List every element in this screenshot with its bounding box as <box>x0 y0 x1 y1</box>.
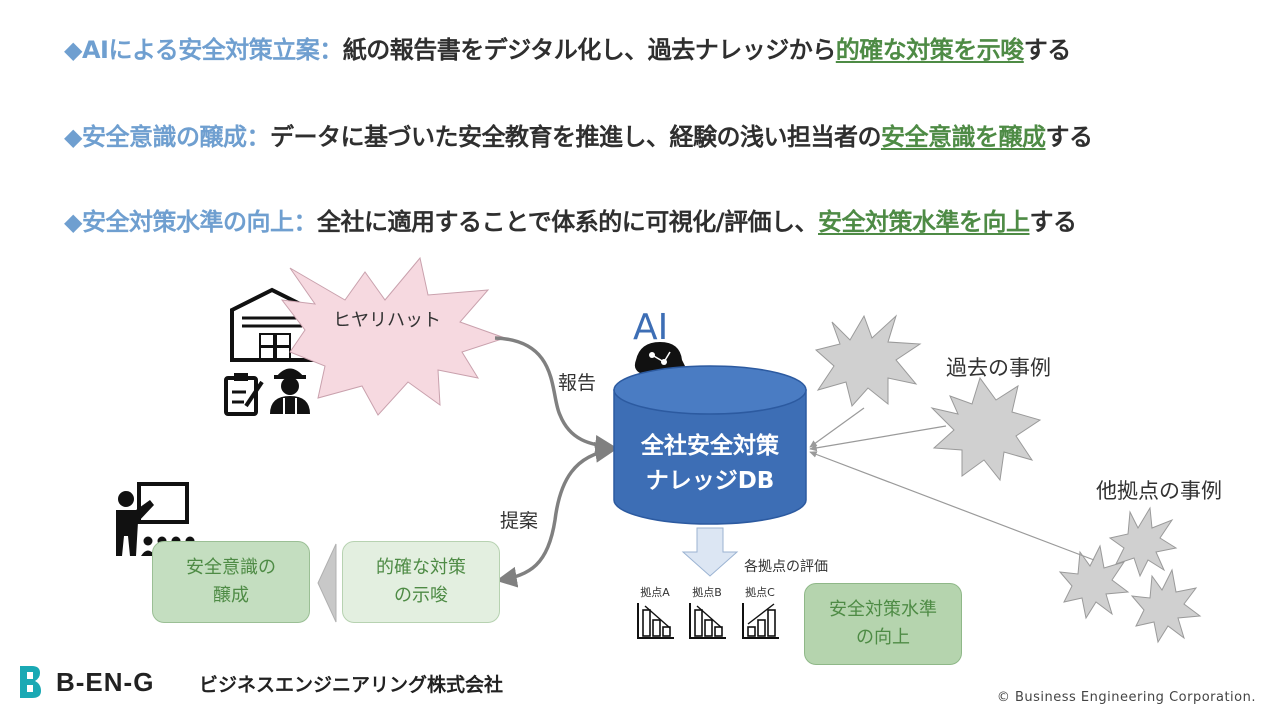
proposal-arrow <box>495 441 617 588</box>
site-b-label: 拠点B <box>692 586 722 599</box>
site-a-label: 拠点A <box>640 586 670 599</box>
safety-level-box: 安全対策水準 の向上 <box>804 583 962 665</box>
clipboard-icon <box>224 373 264 416</box>
bullet-text: 紙の報告書をデジタル化し、過去ナレッジから <box>342 36 837 64</box>
proposal-label: 提案 <box>500 510 538 532</box>
near-miss-label: ヒヤリハット <box>333 310 441 331</box>
bullet-text: データに基づいた安全教育を推進し、経験の浅い担当者の <box>269 123 882 151</box>
bullet-lead: ◆安全対策水準の向上： <box>64 208 317 236</box>
teacher-icon <box>116 482 197 556</box>
left-chevron-arrow <box>317 543 337 623</box>
evaluation-label: 各拠点の評価 <box>744 559 828 575</box>
ai-label: AI <box>633 307 668 348</box>
bullet-text: 全社に適用することで体系的に可視化/評価し、 <box>316 208 819 236</box>
safety-culture-box: 安全意識の 醸成 <box>152 541 310 623</box>
bullet-lead: ◆安全意識の醸成： <box>64 123 270 151</box>
report-label: 報告 <box>558 372 596 394</box>
worker-icon <box>270 368 310 414</box>
db-title-line1: 全社安全対策 <box>640 432 780 459</box>
past-case-arrow-2 <box>809 425 947 452</box>
near-miss-burst <box>280 256 507 416</box>
safety-level-line2: の向上 <box>856 627 910 648</box>
company-name: ビジネスエンジニアリング株式会社 <box>199 674 504 696</box>
other-site-burst-2 <box>1058 544 1130 620</box>
past-case-arrow-1 <box>809 407 865 448</box>
past-cases-label: 過去の事例 <box>946 356 1051 380</box>
bullet-tail: する <box>1045 123 1093 151</box>
site-c-label: 拠点C <box>745 586 775 599</box>
beng-logo-mark-icon <box>20 666 41 698</box>
safety-culture-line2: 醸成 <box>213 585 249 606</box>
safety-culture-line1: 安全意識の <box>186 557 276 578</box>
copyright-notice: © Business Engineering Corporation. <box>996 690 1256 705</box>
site-c-chart-icon <box>742 603 779 639</box>
accurate-suggestion-line2: の示唆 <box>394 585 448 606</box>
evaluation-down-arrow <box>681 527 739 577</box>
accurate-suggestion-box: 的確な対策 の示唆 <box>342 541 500 623</box>
site-b-chart-icon <box>689 603 726 639</box>
knowledge-db-cylinder <box>613 365 807 525</box>
other-site-burst-1 <box>1108 506 1178 578</box>
bullet-tail: する <box>1023 36 1072 64</box>
bullet-lead: ◆AIによる安全対策立案： <box>64 36 343 64</box>
accurate-suggestion-line1: 的確な対策 <box>376 557 466 578</box>
logo-text: B-EN-G <box>56 666 155 697</box>
site-a-chart-icon <box>637 603 674 639</box>
company-logo: B-EN-G <box>18 664 154 700</box>
past-case-burst-1 <box>814 314 922 408</box>
past-case-burst-2 <box>930 376 1042 482</box>
other-sites-label: 他拠点の事例 <box>1096 479 1222 503</box>
bullet-safety-level: ◆安全対策水準の向上：全社に適用することで体系的に可視化/評価し、安全対策水準を… <box>64 202 1077 237</box>
bullet-safety-awareness: ◆安全意識の醸成：データに基づいた安全教育を推進し、経験の浅い担当者の安全意識を… <box>64 117 1093 152</box>
bullet-ai-planning: ◆AIによる安全対策立案：紙の報告書をデジタル化し、過去ナレッジから的確な対策を… <box>64 30 1071 65</box>
bullet-highlight: 安全対策水準を向上 <box>818 208 1030 236</box>
safety-level-line1: 安全対策水準 <box>829 599 937 620</box>
bullet-highlight: 安全意識を醸成 <box>880 123 1046 151</box>
other-site-burst-3 <box>1130 568 1202 644</box>
db-title-line2: ナレッジDB <box>646 468 775 494</box>
bullet-highlight: 的確な対策を示唆 <box>835 36 1025 64</box>
other-site-arrow <box>809 451 1095 561</box>
bullet-tail: する <box>1029 208 1078 236</box>
